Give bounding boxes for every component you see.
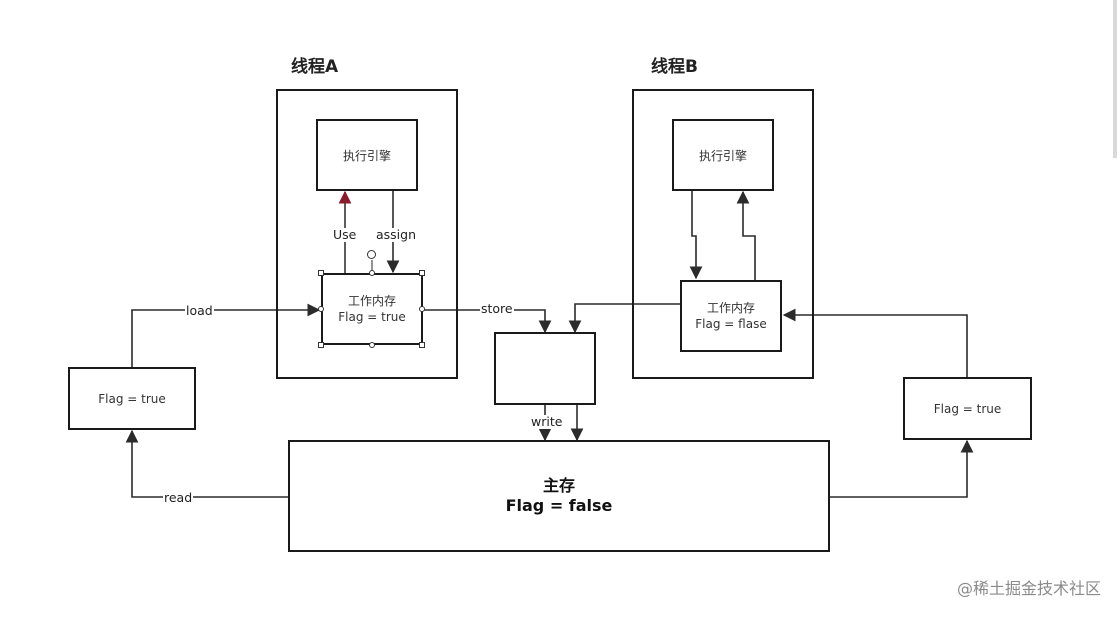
thread-a-work-memory-label: 工作内存 [347, 294, 396, 308]
thread-b-work-memory-box: 工作内存 Flag = flase [680, 280, 782, 352]
thread-b-container [632, 89, 814, 379]
store-buffer-box [494, 332, 596, 405]
left-flag-box: Flag = true [68, 367, 196, 430]
resize-handle-left[interactable] [318, 306, 324, 312]
thread-a-engine-box: 执行引擎 [316, 119, 418, 191]
thread-b-engine-down-arrow [689, 190, 703, 280]
main-memory-box: 主存 Flag = false [288, 440, 830, 552]
thread-a-title: 线程A [291, 57, 339, 77]
right-to-thread-b-arrow [782, 308, 968, 378]
thread-b-work-memory-label: 工作内存 [706, 301, 755, 315]
assign-label: assign [375, 227, 418, 242]
resize-handle-bottom[interactable] [369, 342, 375, 348]
load-arrow [131, 303, 321, 368]
main-to-right-arrow [830, 439, 974, 498]
rotate-handle[interactable] [367, 250, 376, 259]
thread-b-store-arrow [568, 303, 681, 334]
resize-handle-bottom-left[interactable] [318, 342, 324, 348]
thread-b-title: 线程B [651, 57, 698, 77]
read-arrow [125, 429, 289, 498]
scrollbar[interactable] [1113, 0, 1117, 158]
load-label: load [185, 303, 214, 318]
thread-a-engine-label: 执行引擎 [342, 148, 391, 163]
thread-b-engine-box: 执行引擎 [672, 119, 774, 191]
write-label: write [530, 414, 564, 429]
thread-a-container [276, 89, 458, 379]
thread-a-work-memory-box[interactable]: 工作内存 Flag = true [321, 273, 423, 345]
left-flag-label: Flag = true [98, 391, 166, 406]
resize-handle-right[interactable] [419, 306, 425, 312]
main-memory-title: 主存 [542, 476, 575, 495]
use-label: Use [332, 227, 358, 242]
resize-handle-top[interactable] [369, 270, 375, 276]
right-flag-label: Flag = true [933, 401, 1002, 416]
store-label: store [480, 301, 514, 316]
thread-b-engine-up-arrow [736, 190, 756, 280]
resize-handle-top-left[interactable] [318, 270, 324, 276]
resize-handle-top-right[interactable] [419, 270, 425, 276]
watermark: @稀土掘金技术社区 [956, 579, 1101, 598]
thread-b-engine-label: 执行引擎 [698, 148, 747, 163]
thread-b-flag-label: Flag = flase [695, 317, 767, 331]
thread-a-flag-label: Flag = true [338, 310, 406, 324]
store-arrow [423, 309, 552, 334]
resize-handle-bottom-right[interactable] [419, 342, 425, 348]
right-flag-box: Flag = true [903, 377, 1032, 440]
main-memory-flag: Flag = false [505, 496, 613, 515]
read-label: read [163, 490, 194, 505]
